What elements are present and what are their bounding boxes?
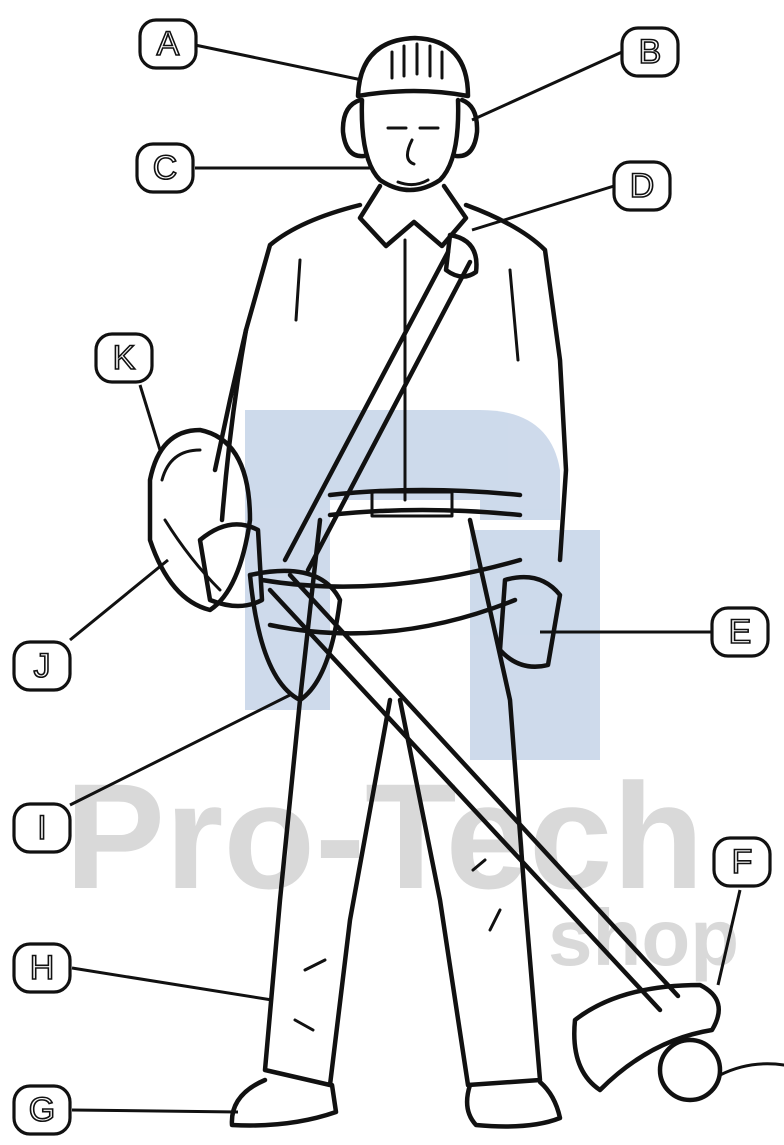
callout-k: K (96, 334, 152, 382)
boot-left (232, 1080, 336, 1125)
helmet (358, 38, 468, 96)
callout-label: B (639, 33, 662, 71)
callout-label: E (729, 613, 752, 651)
callout-f: F (714, 838, 770, 886)
leader-g (72, 1110, 238, 1112)
callout-label: D (630, 167, 655, 205)
callout-d: D (614, 162, 670, 210)
callout-a: A (140, 20, 196, 68)
callout-label: H (30, 949, 55, 987)
leader-b (472, 52, 622, 120)
leader-j (70, 560, 168, 640)
callout-c: C (137, 144, 193, 192)
blade-guard (574, 985, 718, 1090)
callout-label: K (113, 339, 136, 377)
boot-right (467, 1082, 560, 1126)
callout-b: B (622, 28, 678, 76)
leader-d (472, 186, 614, 230)
callout-label: J (34, 647, 51, 685)
callout-j: J (14, 642, 70, 690)
callout-label: C (153, 149, 178, 187)
callout-label: A (157, 25, 180, 63)
callout-label: G (29, 1091, 55, 1129)
callout-i: I (14, 804, 70, 852)
callout-g: G (14, 1086, 70, 1134)
callout-label: I (37, 809, 46, 847)
leader-h (72, 968, 272, 1000)
callout-label: F (732, 843, 753, 881)
callout-e: E (712, 608, 768, 656)
callout-h: H (14, 944, 70, 992)
leader-a (195, 45, 362, 80)
trimmer-head (660, 1040, 720, 1100)
leader-k (140, 385, 160, 450)
watermark-sub: shop (548, 893, 739, 982)
